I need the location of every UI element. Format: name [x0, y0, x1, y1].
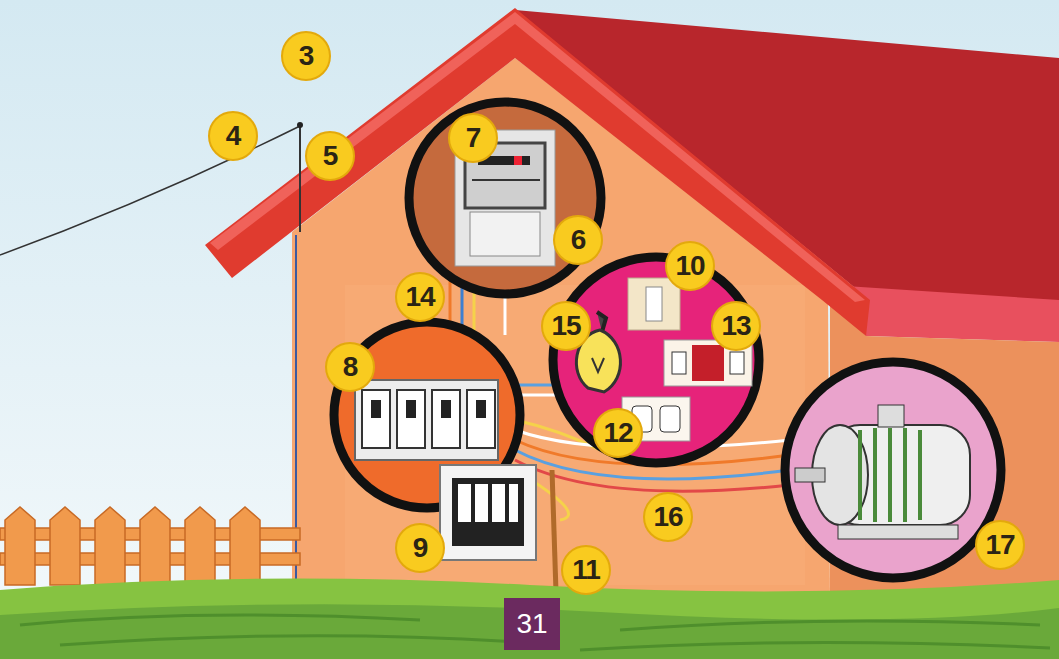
fence-post [185, 507, 215, 585]
callout-number: 15 [541, 301, 591, 351]
callout-number: 17 [975, 520, 1025, 570]
ground-rod [552, 470, 556, 592]
roof-highlight [210, 12, 865, 302]
service-mast [299, 125, 301, 232]
main-switch-pole [475, 484, 488, 522]
fence-post [230, 507, 260, 585]
fence-post [50, 507, 80, 585]
meter-base [470, 212, 540, 256]
callout-number: 16 [643, 492, 693, 542]
callout-number: 10 [665, 241, 715, 291]
meter-dial-digit [514, 156, 522, 165]
motor-shaft [795, 468, 825, 482]
meter-detail [409, 102, 601, 294]
terminal-box [878, 405, 904, 427]
callout-number: 8 [325, 342, 375, 392]
switch-rocker [646, 287, 662, 321]
grass-stripe [580, 642, 1050, 650]
breaker-lever [406, 400, 416, 418]
detail-circle [409, 102, 601, 294]
motor-detail [785, 362, 1001, 578]
meter-disc [472, 179, 540, 181]
fence [0, 507, 300, 585]
breaker [397, 390, 425, 448]
roof-front [205, 8, 870, 336]
breakers [362, 390, 495, 448]
callout-number: 11 [561, 545, 611, 595]
breaker-lever [441, 400, 451, 418]
gfci-buttons [692, 345, 724, 381]
grass-stripe [620, 621, 1040, 630]
motor-feet [838, 525, 958, 539]
callout-number: 4 [208, 111, 258, 161]
outlet-face [660, 406, 680, 432]
bulb-filament [592, 358, 604, 372]
light-switch [628, 278, 680, 330]
devices-detail [553, 257, 759, 463]
outlet-face [672, 352, 686, 374]
main-switch-pole [458, 484, 471, 522]
callout-number: 13 [711, 301, 761, 351]
outlet-face [730, 352, 744, 374]
detail-circle [553, 257, 759, 463]
callout-number: 7 [448, 113, 498, 163]
breaker-lever [476, 400, 486, 418]
main-switch-box [440, 465, 536, 560]
grass-stripe [60, 636, 520, 645]
fence-post [140, 507, 170, 585]
insulator [297, 122, 303, 128]
main-switch-pole [492, 484, 505, 522]
callout-number: 6 [553, 215, 603, 265]
motor-fins [860, 428, 920, 522]
breaker [467, 390, 495, 448]
callout-number: 3 [281, 31, 331, 81]
page-number: 31 [504, 598, 560, 650]
breaker [362, 390, 390, 448]
main-switch-frame [452, 478, 524, 546]
fence-post [5, 507, 35, 585]
breaker-panel [355, 380, 498, 460]
callout-number: 14 [395, 272, 445, 322]
callout-number: 5 [305, 131, 355, 181]
callout-number: 9 [395, 523, 445, 573]
callout-number: 12 [593, 408, 643, 458]
grass-stripe [20, 615, 420, 625]
grass [0, 579, 1059, 659]
wall-edge [295, 235, 297, 595]
fence-post [95, 507, 125, 585]
detail-circle [785, 362, 1001, 578]
breaker-lever [371, 400, 381, 418]
main-switch-pole [509, 484, 518, 522]
breaker [432, 390, 460, 448]
